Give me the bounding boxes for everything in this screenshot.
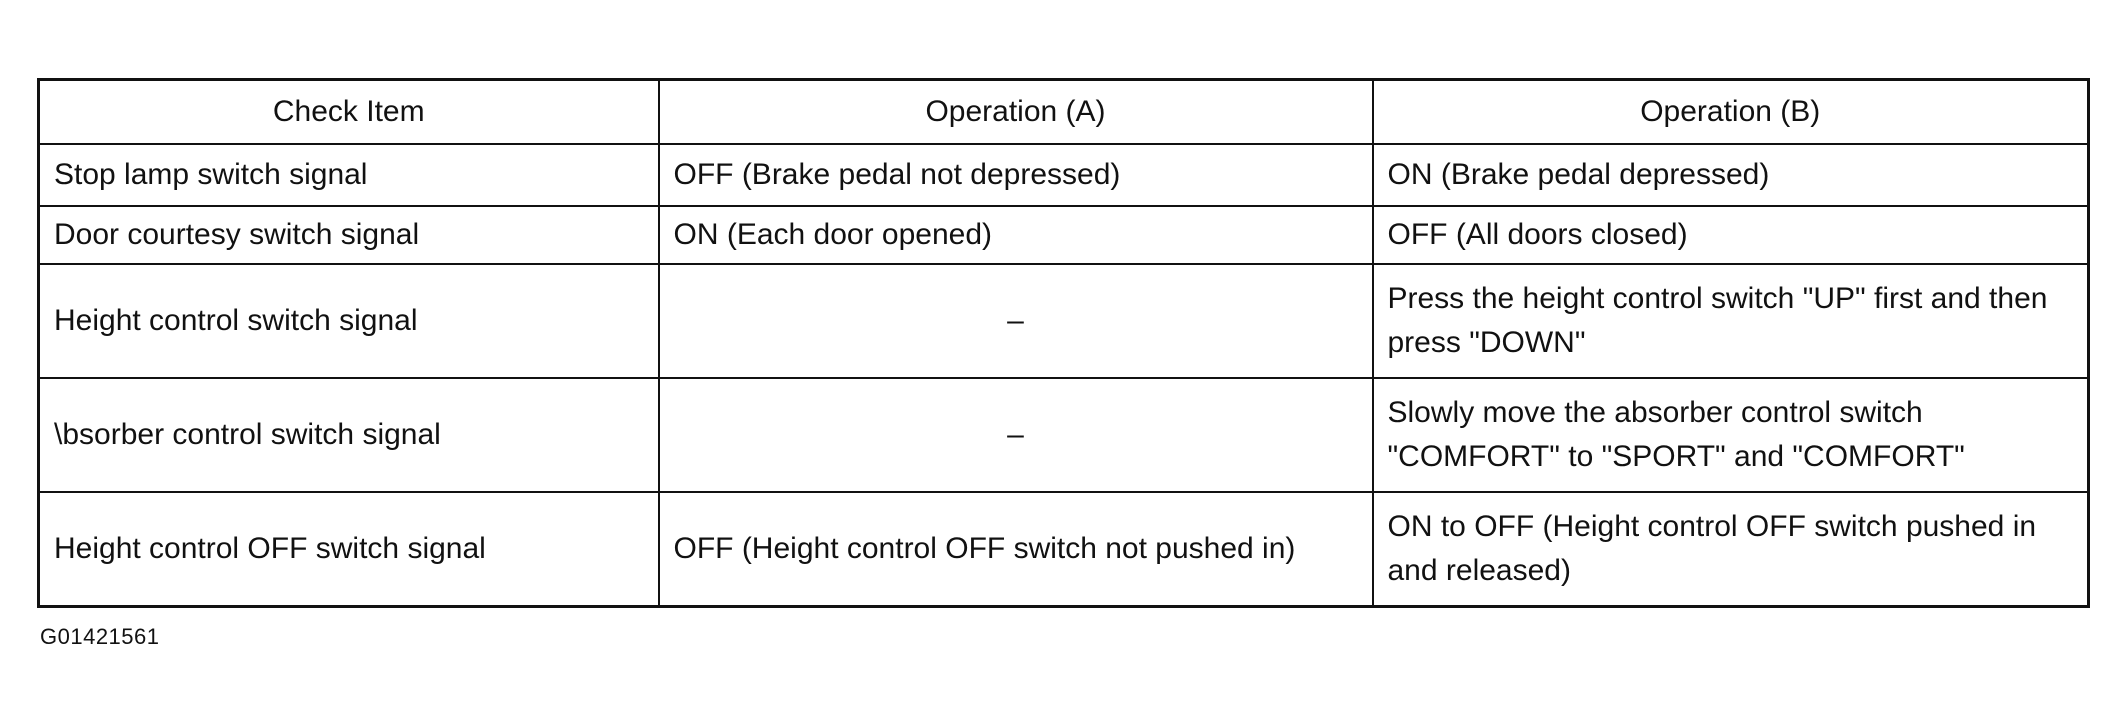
cell-operation-b: Slowly move the absorber control switch … <box>1371 377 2090 493</box>
cell-operation-b: Press the height control switch "UP" fir… <box>1371 263 2090 379</box>
cell-check-item: Door courtesy switch signal <box>37 205 660 265</box>
header-operation-a: Operation (A) <box>657 78 1374 145</box>
table-row: Door courtesy switch signal ON (Each doo… <box>37 205 2090 265</box>
cell-check-item: Height control switch signal <box>37 263 660 379</box>
cell-operation-a: ON (Each door opened) <box>657 205 1374 265</box>
header-row: Check Item Operation (A) Operation (B) <box>37 78 2090 145</box>
cell-check-item: Stop lamp switch signal <box>37 143 660 207</box>
table-body: Stop lamp switch signal OFF (Brake pedal… <box>37 143 2090 608</box>
cell-operation-a: – <box>657 263 1374 379</box>
cell-operation-a: – <box>657 377 1374 493</box>
check-item-table: Check Item Operation (A) Operation (B) S… <box>37 78 2090 608</box>
cell-operation-b: ON to OFF (Height control OFF switch pus… <box>1371 491 2090 608</box>
cell-operation-a: OFF (Brake pedal not depressed) <box>657 143 1374 207</box>
figure-id: G01421561 <box>40 624 160 649</box>
table-row: Stop lamp switch signal OFF (Brake pedal… <box>37 143 2090 207</box>
table-row: Height control OFF switch signal OFF (He… <box>37 491 2090 608</box>
cell-operation-b: OFF (All doors closed) <box>1371 205 2090 265</box>
cell-operation-a: OFF (Height control OFF switch not pushe… <box>657 491 1374 608</box>
table-header: Check Item Operation (A) Operation (B) <box>37 78 2090 145</box>
cell-operation-b: ON (Brake pedal depressed) <box>1371 143 2090 207</box>
header-operation-b: Operation (B) <box>1371 78 2090 145</box>
cell-check-item: \bsorber control switch signal <box>37 377 660 493</box>
table-row: \bsorber control switch signal – Slowly … <box>37 377 2090 493</box>
header-check-item: Check Item <box>37 78 660 145</box>
table-row: Height control switch signal – Press the… <box>37 263 2090 379</box>
cell-check-item: Height control OFF switch signal <box>37 491 660 608</box>
